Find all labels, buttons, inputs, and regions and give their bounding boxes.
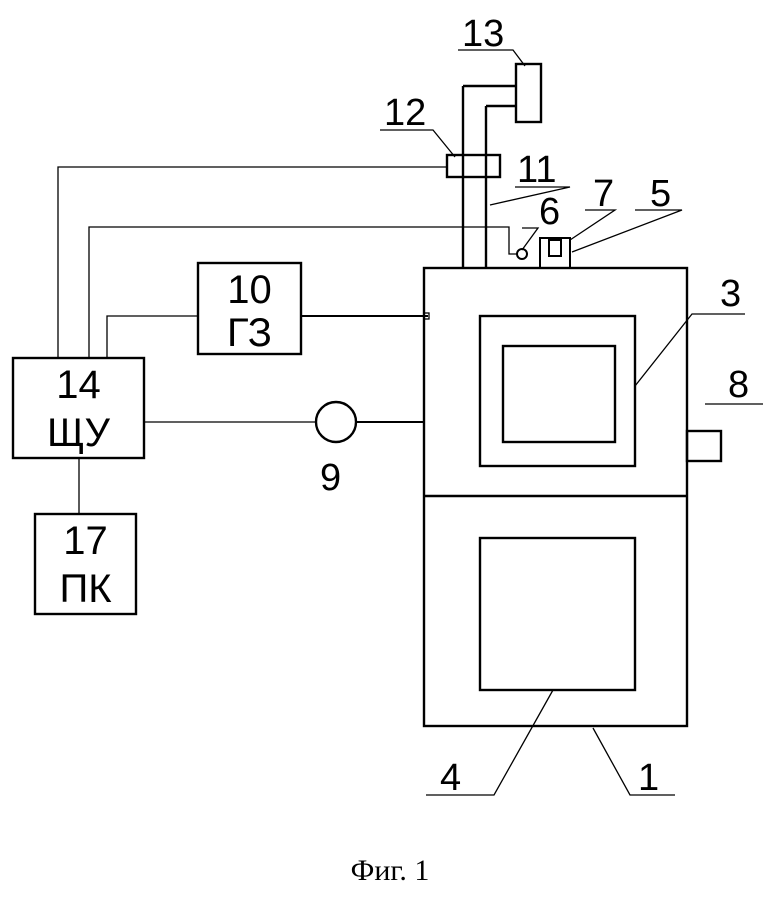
- pipe-end-component: [516, 64, 541, 122]
- pk-abbr: ПК: [59, 567, 112, 611]
- gz-number: 10: [227, 268, 272, 312]
- label-12: 12: [384, 92, 426, 134]
- pipe-collar: [447, 155, 500, 177]
- label-13: 13: [462, 13, 504, 55]
- label-7: 7: [593, 173, 614, 215]
- label-5: 5: [650, 173, 671, 215]
- label-4: 4: [440, 757, 461, 799]
- side-port: [687, 431, 721, 461]
- figure-caption: Фиг. 1: [351, 854, 430, 887]
- small-sensor: [517, 249, 527, 259]
- pk-number: 17: [63, 519, 108, 563]
- gz-abbr: ГЗ: [227, 311, 272, 355]
- label-1: 1: [638, 757, 659, 799]
- leader-lines: [380, 50, 763, 795]
- label-6: 6: [539, 191, 560, 233]
- upper-chamber-window: [480, 316, 635, 466]
- valve-circle: [316, 402, 356, 442]
- label-11: 11: [517, 149, 556, 191]
- connection-lines: [58, 167, 517, 514]
- shchu-abbr: ЩУ: [47, 411, 111, 455]
- label-3: 3: [720, 273, 741, 315]
- shchu-number: 14: [56, 363, 101, 407]
- cabinet-body: [424, 268, 687, 726]
- label-8: 8: [728, 364, 749, 406]
- label-9: 9: [320, 457, 341, 499]
- lower-chamber-door: [480, 538, 635, 690]
- top-sensor-block: [540, 238, 570, 268]
